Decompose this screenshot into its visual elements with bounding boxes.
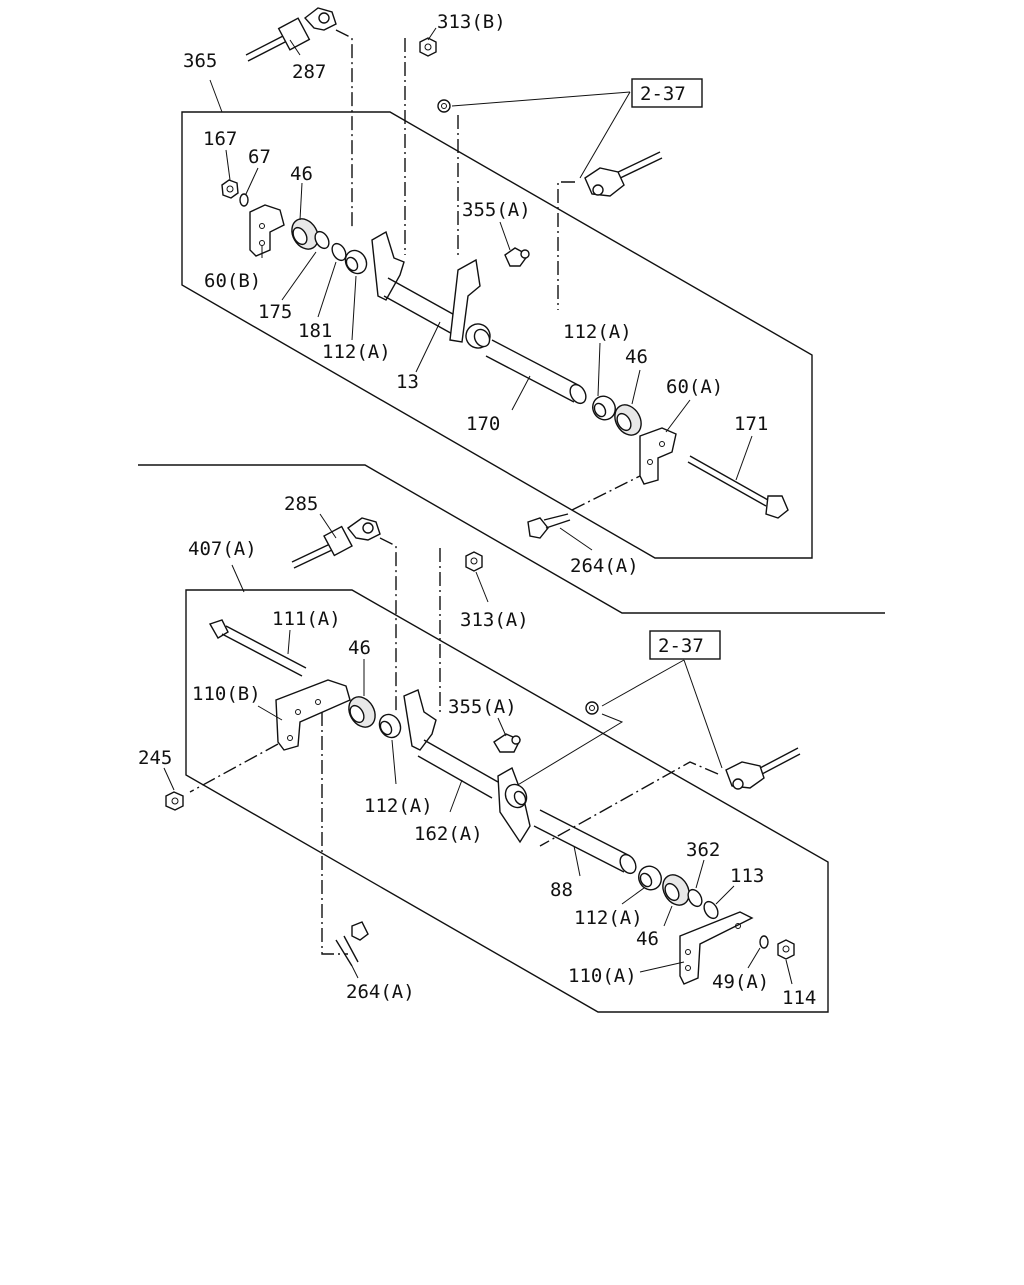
bush-46-lower-left [348, 696, 376, 728]
callout-2-37-upper: 2-37 [640, 83, 686, 105]
callout-167: 167 [203, 128, 237, 150]
upper-assembly-outline [181, 111, 813, 559]
callout-110b: 110(B) [192, 683, 261, 705]
bolt-264a-lower [335, 921, 369, 967]
nut-313b [404, 37, 437, 255]
callout-162a: 162(A) [414, 823, 483, 845]
ring-113 [703, 900, 719, 920]
grease-nipple-355a-lower [493, 733, 521, 753]
callout-113: 113 [730, 865, 764, 887]
assembly-divider-line [138, 464, 885, 614]
ring-175 [314, 230, 330, 250]
callout-112a-upper-left: 112(A) [322, 341, 391, 363]
ref-box-2-37-upper [631, 78, 703, 108]
bracket-60a [639, 427, 677, 485]
callout-313a: 313(A) [460, 609, 529, 631]
callout-46-lower-right: 46 [636, 928, 659, 950]
nut-167 [221, 179, 239, 199]
callout-170: 170 [466, 413, 500, 435]
callout-355a-lower: 355(A) [448, 696, 517, 718]
bushing-112a-left [344, 249, 368, 275]
upper-leader-lines [209, 27, 753, 551]
washer-49a [759, 935, 769, 949]
bush-46-right [614, 404, 642, 436]
lower-leader-lines [163, 513, 793, 985]
callout-365: 365 [183, 50, 217, 72]
callout-60b: 60(B) [204, 270, 261, 292]
callout-110a: 110(A) [568, 965, 637, 987]
tie-rod-end-285 [291, 517, 397, 712]
callout-112a-lower-left: 112(A) [364, 795, 433, 817]
nut-245 [165, 791, 184, 811]
callout-181: 181 [298, 320, 332, 342]
ring-362 [687, 888, 703, 908]
callout-171: 171 [734, 413, 768, 435]
ref-box-2-37-lower [649, 630, 721, 660]
bushing-112a-lower-right [638, 865, 662, 891]
callout-407a: 407(A) [188, 538, 257, 560]
washer-67 [239, 193, 249, 207]
callout-60a: 60(A) [666, 376, 723, 398]
nut-114 [777, 939, 795, 960]
bushing-112a-lower-left [378, 713, 402, 739]
callout-49a: 49(A) [712, 971, 769, 993]
callout-245: 245 [138, 747, 172, 769]
sleeve-170 [485, 339, 587, 405]
callout-355a-upper: 355(A) [462, 199, 531, 221]
callout-88: 88 [550, 879, 573, 901]
callout-114: 114 [782, 987, 816, 1009]
ball-joint-2-37-upper [557, 151, 663, 310]
washer-2-37-lower [515, 701, 624, 787]
bolt-264a-upper [527, 475, 641, 539]
grease-nipple-355a-upper [504, 247, 530, 267]
callout-362: 362 [686, 839, 720, 861]
callout-2-37-lower: 2-37 [658, 635, 704, 657]
callout-285: 285 [284, 493, 318, 515]
lower-assembly-outline [185, 589, 829, 1013]
callout-175: 175 [258, 301, 292, 323]
callout-13: 13 [396, 371, 419, 393]
shaft-162a [403, 689, 531, 844]
callout-46-lower-left: 46 [348, 637, 371, 659]
callout-112a-upper-right: 112(A) [563, 321, 632, 343]
bolt-111a [208, 619, 307, 677]
bracket-110b [189, 679, 351, 955]
upper-assembly: 287 313(B) 365 2-37 167 67 46 355(A) 60(… [138, 7, 885, 614]
ball-joint-2-37-lower [539, 747, 801, 847]
callout-111a: 111(A) [272, 608, 341, 630]
callout-264a-upper: 264(A) [570, 555, 639, 577]
callout-287: 287 [292, 61, 326, 83]
bush-46-lower-right [662, 874, 690, 906]
bracket-110a [679, 911, 754, 985]
callout-313b: 313(B) [437, 11, 506, 33]
bush-46-left [291, 218, 319, 250]
shaft-13 [371, 230, 491, 349]
callout-264a-lower: 264(A) [346, 981, 415, 1003]
tie-rod-end-287 [245, 7, 353, 228]
lower-assembly: 285 407(A) 313(A) 2-37 111(A) 46 110(B) … [138, 493, 829, 1013]
ring-181 [331, 242, 347, 262]
bolt-171 [687, 455, 789, 519]
callout-112a-lower-right: 112(A) [574, 907, 643, 929]
washer-2-37-upper [437, 99, 459, 255]
sleeve-88 [533, 809, 637, 875]
bushing-112a-right [592, 395, 616, 421]
callout-67: 67 [248, 146, 271, 168]
callout-46-upper-left: 46 [290, 163, 313, 185]
bracket-60b [249, 204, 285, 257]
nut-313a [439, 548, 483, 716]
callout-46-upper-right: 46 [625, 346, 648, 368]
